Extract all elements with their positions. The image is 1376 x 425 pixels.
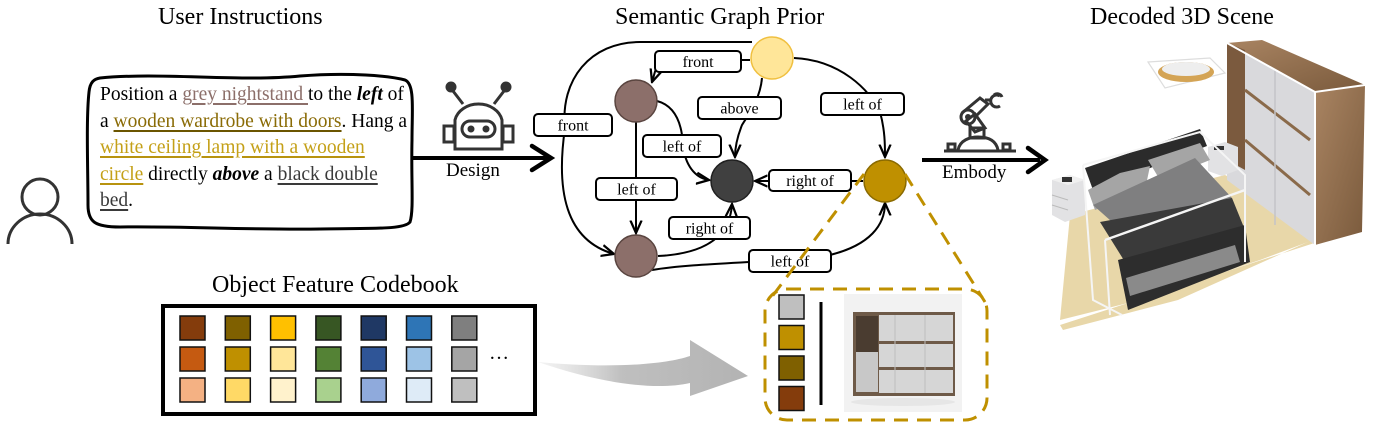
edge-label-text: left of (843, 97, 882, 114)
embody-arrow (922, 145, 1049, 175)
user-icon (6, 177, 74, 245)
edge-label-nightstand-top-bed: left of (642, 134, 722, 158)
edge-label-text: right of (686, 221, 734, 238)
codebook-swatch (269, 377, 297, 403)
instruction-object-lamp: white ceiling lamp with a wooden circle (100, 137, 365, 185)
graph-node-nightstand-bottom (614, 234, 658, 278)
instruction-segment: to the (308, 84, 357, 105)
codebook-swatch (179, 377, 206, 403)
codebook-swatch (451, 315, 478, 341)
codebook-swatch (179, 346, 206, 372)
scene-wardrobe-side (1315, 85, 1365, 245)
edge-label-text: left of (617, 182, 656, 199)
design-label: Design (446, 160, 500, 181)
instruction-segment: a (259, 163, 278, 185)
codebook-swatch (451, 377, 478, 403)
instruction-text: Position a grey nightstand to the left o… (100, 82, 410, 215)
user-instructions-title: User Instructions (158, 4, 323, 30)
instruction-relation: above (212, 163, 260, 185)
instruction-segment: directly (143, 163, 213, 185)
codebook-swatch (451, 346, 478, 372)
codebook-more-ellipsis: … (489, 342, 511, 364)
scene-nightstand-left (1051, 175, 1085, 222)
codebook-swatch (405, 346, 433, 372)
wardrobe-render (844, 294, 962, 412)
edge-label-text: right of (786, 173, 834, 190)
edge-nightstand-bottom-rightof-bed (657, 204, 732, 257)
selected-feature-swatch (778, 324, 805, 351)
edge-label-lamp-bed: above (697, 96, 782, 120)
codebook-swatch (405, 315, 433, 341)
scene-nightstand-right (1208, 142, 1238, 176)
robot-icon (442, 81, 515, 151)
robot-arm-icon (944, 92, 1016, 153)
edge-label-nightstand-bottom-wardrobe: left of (748, 249, 832, 273)
edge-label-nightstand-bottom-bed: right of (668, 216, 751, 240)
codebook-title: Object Feature Codebook (212, 272, 459, 298)
graph-node-nightstand-top (614, 79, 658, 123)
edge-lamp-above-bed (735, 77, 763, 157)
instruction-segment: Position a (100, 84, 183, 105)
callout-zoom-lines (766, 173, 987, 303)
codebook-swatch (360, 315, 387, 341)
edge-label-lamp-nightstand-bottom: front (654, 50, 742, 73)
instruction-segment: of a (100, 84, 404, 132)
codebook-swatch (224, 315, 252, 341)
scene-wardrobe-top (1227, 40, 1365, 92)
graph-node-lamp (750, 36, 794, 80)
selected-feature-swatch (778, 385, 805, 412)
decoded-scene-title: Decoded 3D Scene (1090, 4, 1274, 30)
codebook-box (161, 304, 537, 416)
codebook-swatch (315, 315, 342, 341)
retrieval-arrow (538, 340, 748, 396)
edge-label-text: front (557, 118, 589, 135)
edge-label-text: left of (663, 139, 702, 156)
instruction-object-nightstand: grey nightstand (182, 84, 308, 105)
callout-box (763, 287, 989, 422)
edge-label-text: front (682, 54, 714, 71)
codebook-swatch (224, 377, 252, 403)
instruction-object-wardrobe: wooden wardrobe with doors (113, 110, 342, 132)
embody-label: Embody (942, 162, 1007, 183)
instruction-bubble (85, 72, 414, 231)
edge-label-nightstand-top-nightstand-bottom: left of (595, 177, 678, 201)
instruction-object-bed: black double bed (100, 163, 378, 212)
scene-bed (1082, 129, 1250, 316)
codebook-swatch (224, 346, 252, 372)
edge-label-lamp-wardrobe: left of (820, 92, 905, 116)
edge-label-lamp-nightstand-top: front (533, 113, 613, 137)
codebook-swatch (315, 346, 342, 372)
semantic-graph-title: Semantic Graph Prior (615, 4, 825, 30)
instruction-relation: left (356, 84, 383, 105)
selected-feature-swatch (778, 294, 805, 320)
codebook-swatch (269, 346, 297, 372)
codebook-swatch (179, 315, 206, 341)
scene-lamp (1146, 57, 1227, 89)
codebook-swatch (405, 377, 433, 403)
graph-node-bed (710, 159, 754, 203)
edge-label-text: above (720, 101, 758, 118)
graph-node-wardrobe (863, 159, 907, 203)
design-arrow (413, 143, 556, 173)
edge-label-wardrobe-bed: right of (768, 169, 852, 192)
instruction-segment: . Hang a (341, 110, 408, 132)
codebook-swatch (360, 377, 387, 403)
codebook-swatch (269, 315, 297, 341)
scene-render (1051, 40, 1366, 330)
codebook-swatch (360, 346, 387, 372)
instruction-segment: . (128, 190, 134, 211)
selected-feature-swatch (778, 355, 805, 381)
codebook-swatch (315, 377, 342, 403)
